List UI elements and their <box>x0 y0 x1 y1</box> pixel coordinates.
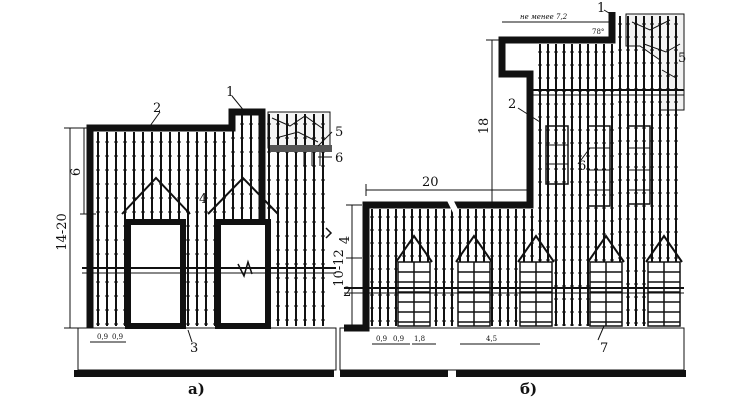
panel-b-dim-w2: 0,9 <box>393 335 404 343</box>
panel-a-dim-small1: 0,9 <box>97 333 108 341</box>
panel-b-dim-w3: 1,8 <box>414 335 425 343</box>
panel-b-ground-strip-right <box>456 370 686 377</box>
panel-a: 14-20 6 0,9 0,9 1 2 3 4 5 6 а) <box>55 85 343 398</box>
panel-b-dim-w4: 4,5 <box>486 335 497 343</box>
panel-a-triangle-left <box>121 176 191 215</box>
panel-b-tower <box>455 234 493 327</box>
panel-b-dim-h4: 4 <box>338 236 353 244</box>
panel-b-towers <box>395 234 683 327</box>
panel-b-callout-7: 7 <box>600 341 608 356</box>
panel-a-hatch-strip <box>270 145 332 152</box>
panel-b-tower <box>395 234 433 327</box>
panel-b-upper-stacks <box>545 125 651 207</box>
panel-b-tower <box>645 234 683 327</box>
panel-b-tower <box>517 234 555 327</box>
panel-b-angle: 78° <box>592 28 604 36</box>
panel-b-callout-2b: 2 <box>343 285 351 300</box>
panel-a-callout-4: 4 <box>199 192 207 207</box>
panel-a-callout-1: 1 <box>226 85 234 100</box>
panel-a-ground-strip <box>74 370 334 377</box>
panel-a-dim-height: 14-20 <box>55 213 70 250</box>
panel-b-caption: б) <box>520 380 537 398</box>
panel-b-dim-height: 18 <box>477 118 492 135</box>
panel-b-dim-width: 20 <box>422 175 439 190</box>
panel-a-caption: а) <box>188 380 205 398</box>
panel-b-dim-h10: 10-12 <box>332 249 347 286</box>
panel-a-callout-6: 6 <box>335 151 343 166</box>
panel-a-callout-3: 3 <box>190 341 198 356</box>
panel-b-callout-1: 1 <box>597 1 605 16</box>
panel-a-triangle-right <box>207 176 279 215</box>
panel-a-callout-2: 2 <box>153 101 161 116</box>
panel-b-top-note: не менее 7,2 <box>520 13 568 21</box>
panel-b-callout-2a: 2 <box>508 97 516 112</box>
panel-a-opening-left <box>125 219 186 329</box>
panel-b-tower <box>587 234 625 327</box>
panel-a-base <box>77 327 337 371</box>
panel-b-dim-w1: 0,9 <box>376 335 387 343</box>
panel-a-callout-5: 5 <box>335 125 343 140</box>
panel-b-base <box>339 327 685 371</box>
panel-b-callout-6: 6 <box>578 159 586 174</box>
panel-a-dim-upper: 6 <box>69 168 84 176</box>
panel-b: не менее 7,2 78° 18 20 4 10-12 0,9 0,9 1… <box>332 1 686 398</box>
panel-b-callout-5: 5 <box>678 51 686 66</box>
panel-a-dim-small2: 0,9 <box>112 333 123 341</box>
panel-b-ground-strip-left <box>340 370 448 377</box>
